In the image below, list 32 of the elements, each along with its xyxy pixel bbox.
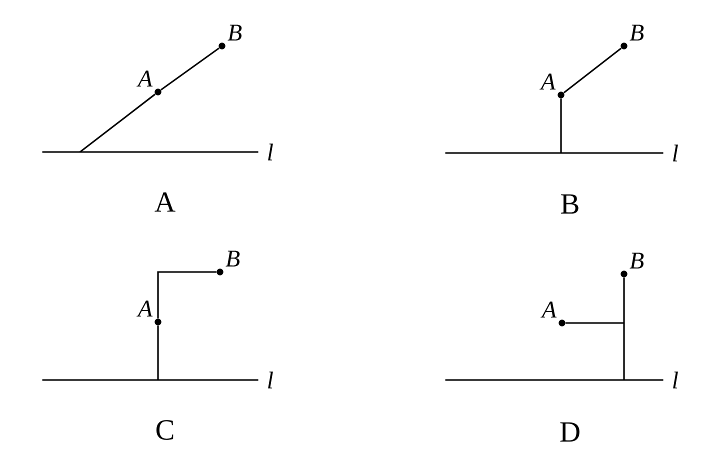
segment <box>80 94 156 153</box>
point: B <box>218 24 242 50</box>
segment <box>560 98 562 153</box>
option-label: B <box>561 194 578 214</box>
point: B <box>620 24 644 50</box>
point: A <box>136 300 162 326</box>
point: B <box>216 250 240 276</box>
node-label: A <box>540 74 556 90</box>
node-label: B <box>226 250 240 267</box>
point: B <box>620 252 644 278</box>
point: A <box>136 70 162 96</box>
point: A <box>540 302 566 326</box>
segment <box>623 278 625 380</box>
line: l <box>445 144 678 162</box>
option-label: C <box>156 420 174 440</box>
segment <box>157 271 216 318</box>
option-label: A <box>154 192 176 212</box>
line: l <box>445 372 678 388</box>
line: l <box>42 372 273 388</box>
segment <box>566 322 624 324</box>
node-label: A <box>540 302 557 318</box>
node-label: B <box>630 24 644 41</box>
node-label: B <box>228 24 242 41</box>
segment <box>563 48 622 94</box>
option-label: D <box>560 422 580 442</box>
segment <box>157 326 159 380</box>
node-label: B <box>630 252 644 269</box>
segment <box>160 47 220 91</box>
point: A <box>540 74 564 98</box>
line: l <box>42 144 273 160</box>
node-label: A <box>136 70 153 87</box>
node-label: A <box>136 300 153 317</box>
